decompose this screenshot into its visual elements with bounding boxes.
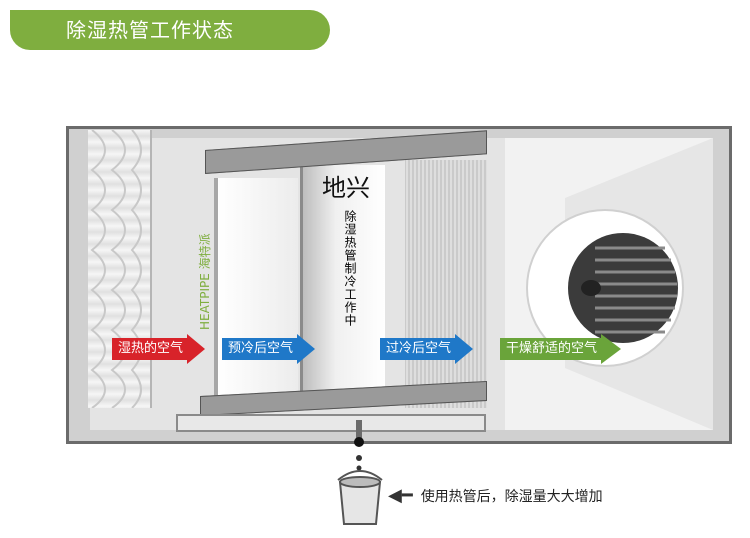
arrow-head [187, 334, 206, 364]
heatpipe-label: HEATPIPE 海特派 [198, 233, 212, 330]
fan-section [505, 138, 713, 430]
drain-tray [176, 414, 486, 432]
center-title: 地兴 [322, 174, 370, 202]
bucket-note: ◀━ 使用热管后，除湿量大大增加 [388, 485, 603, 506]
arrow-head [455, 334, 474, 364]
arrow-head [297, 334, 316, 364]
drain-bucket [330, 420, 390, 530]
arrow-dry-air: 干燥舒适的空气 [500, 334, 622, 364]
core-status-label: 除湿热管制冷工作中 [343, 210, 357, 327]
bucket-note-text: 使用热管后，除湿量大大增加 [420, 488, 603, 505]
section-header: 除湿热管工作状态 [10, 10, 330, 50]
arrow-label: 干燥舒适的空气 [500, 338, 602, 360]
arrow-overcooled-air: 过冷后空气 [380, 334, 474, 364]
reheat-coil [405, 160, 487, 408]
arrow-head [601, 334, 622, 364]
left-arrow-icon: ◀━ [388, 485, 413, 506]
section-title: 除湿热管工作状态 [66, 18, 234, 42]
arrow-label: 湿热的空气 [112, 338, 188, 360]
arrow-label: 预冷后空气 [222, 338, 298, 360]
arrow-humid-air: 湿热的空气 [112, 334, 206, 364]
air-filter [88, 130, 152, 408]
arrow-label: 过冷后空气 [380, 338, 456, 360]
precool-coil [214, 178, 298, 398]
arrow-precooled-air: 预冷后空气 [222, 334, 316, 364]
